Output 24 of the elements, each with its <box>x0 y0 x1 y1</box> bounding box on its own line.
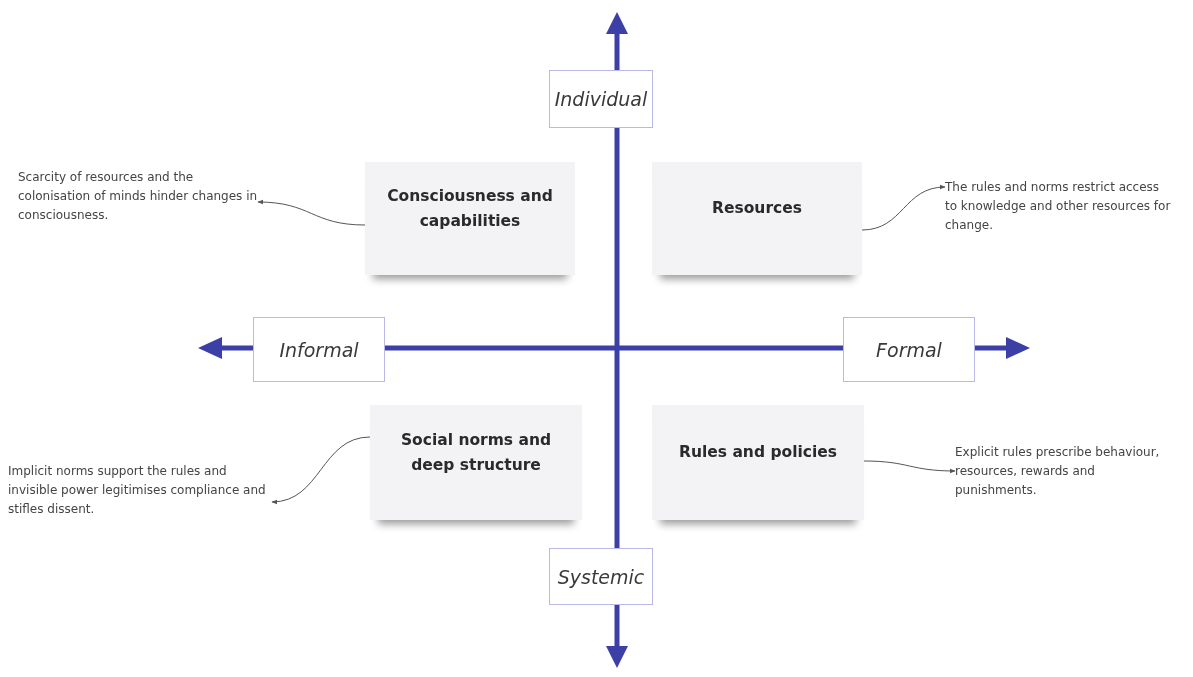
axis-label: Informal <box>279 338 359 361</box>
quadrant-card <box>652 405 864 520</box>
quadrant-card <box>370 405 582 520</box>
annotation-text: Explicit rules prescribe behaviour, resources, rewards and punishments. <box>955 444 1161 500</box>
annotation-text: Scarcity of resources and the colonisation of minds hinder changes in consciousness. <box>18 169 258 225</box>
leader-line <box>257 199 366 226</box>
axis-label: Formal <box>876 338 942 361</box>
axis-label-box <box>253 317 385 382</box>
quadrant-card <box>652 162 862 275</box>
leader-line <box>271 436 371 504</box>
card-title: Resources <box>712 198 802 220</box>
axis-label-box <box>549 548 653 605</box>
leader-line <box>863 460 956 474</box>
card-title: Rules and policies <box>679 442 837 464</box>
card-title: Consciousness and capabilities <box>386 185 554 232</box>
quadrant-card <box>365 162 575 275</box>
leader-line <box>861 185 946 231</box>
card-title: Social norms and deep structure <box>399 429 553 476</box>
axis-label: Individual <box>554 88 648 110</box>
axis-label-box <box>843 317 975 382</box>
axis-label: Systemic <box>557 565 645 588</box>
axis-label-box <box>549 70 653 128</box>
annotation-text: The rules and norms restrict access to knowledge and other resources for change. <box>945 179 1172 235</box>
annotation-text: Implicit norms support the rules and invisible power legitimises compliance and stifles dissent. <box>8 463 267 519</box>
